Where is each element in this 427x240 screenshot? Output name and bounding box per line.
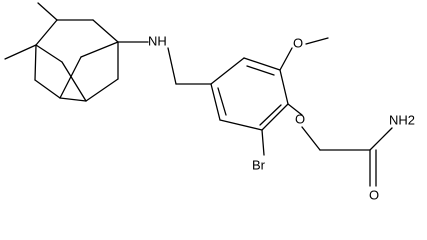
bond — [34, 79, 61, 99]
bond — [261, 129, 265, 156]
bromine-label: Br — [252, 157, 266, 172]
bond — [59, 56, 82, 99]
bond — [35, 44, 63, 63]
bond — [369, 127, 393, 151]
amine-linker — [117, 41, 212, 85]
bond — [219, 119, 263, 131]
bond — [61, 61, 87, 102]
bond — [301, 126, 321, 151]
bond — [210, 83, 221, 121]
benzene-ring — [210, 57, 289, 131]
bond — [246, 65, 275, 76]
methyl-bond — [37, 2, 58, 21]
bond — [80, 41, 119, 58]
substituents — [261, 37, 393, 187]
bond — [35, 19, 58, 46]
amide-nitrogen-label: NH2 — [389, 112, 415, 127]
amine-nh-label: NH — [148, 33, 167, 48]
methoxy-oxygen-label: O — [293, 35, 303, 50]
bond — [261, 103, 289, 131]
ether-oxygen-label: O — [295, 111, 305, 126]
bond — [305, 37, 329, 45]
bond — [259, 104, 282, 126]
methyl-bond — [4, 44, 37, 60]
bond — [59, 97, 87, 102]
atom-labels: NH O O Br NH2 O — [148, 33, 415, 202]
carbonyl-oxygen-label: O — [369, 187, 379, 202]
bond — [85, 78, 119, 102]
molecule-structure: NH O O Br NH2 O — [4, 2, 415, 202]
bond — [279, 47, 293, 71]
bond — [34, 44, 37, 81]
adamantane-cage — [4, 2, 119, 102]
bond — [167, 47, 177, 85]
bond — [243, 57, 281, 71]
bond — [279, 69, 289, 105]
bond — [210, 57, 245, 85]
bond — [287, 103, 303, 116]
bond — [92, 19, 119, 43]
bond — [217, 87, 227, 116]
